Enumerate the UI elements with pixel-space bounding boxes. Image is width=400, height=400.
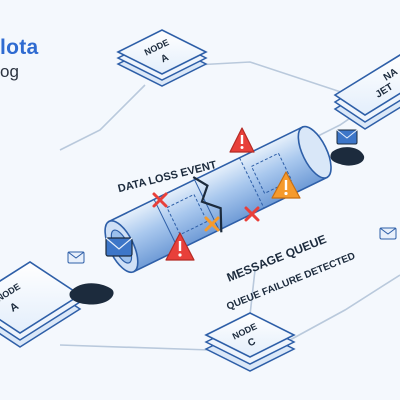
link-top-to-queue — [59, 84, 146, 151]
link-bottom-to-right — [289, 274, 400, 341]
queue-failure-label: QUEUE FAILURE DETECTED — [225, 251, 357, 313]
link-left-to-bottom — [59, 344, 211, 351]
error-x-icon-2 — [204, 216, 220, 232]
brand-title: lota — [0, 36, 39, 59]
message-queue-cylinder[interactable] — [97, 119, 339, 279]
warning-triangle-icon-bottom — [165, 232, 195, 261]
node-a-top[interactable]: NODE A — [116, 29, 208, 87]
link-queue-to-bottom — [249, 269, 256, 316]
error-x-icon-1 — [152, 192, 168, 208]
node-c-bottom[interactable]: NODE C — [204, 312, 296, 372]
link-top-to-right — [194, 61, 351, 96]
spill-puddle-icon-left — [69, 283, 114, 305]
envelope-icon-right — [336, 129, 358, 145]
envelope-icon-small — [67, 251, 85, 264]
warning-triangle-icon-top — [229, 127, 255, 153]
envelope-icon-left — [105, 237, 133, 257]
node-a-top-line2: A — [159, 52, 170, 65]
warning-triangle-icon-right — [271, 171, 301, 199]
envelope-icon-far-right — [379, 227, 397, 240]
node-c-line2: C — [246, 336, 257, 349]
spill-puddle-icon-right — [330, 147, 365, 166]
node-right-partial[interactable]: NA JET — [333, 54, 400, 130]
node-a-left[interactable]: NODE A — [0, 261, 82, 348]
brand-subtitle: og — [0, 62, 19, 81]
error-x-icon-3 — [244, 206, 260, 222]
